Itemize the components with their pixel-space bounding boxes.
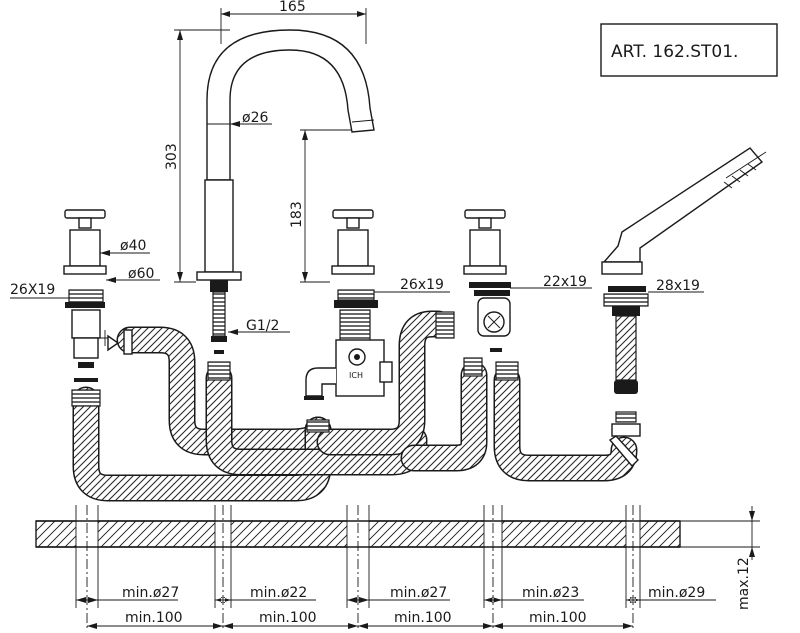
- article-box: ART. 162.ST01.: [600, 23, 778, 77]
- hole-4: min.ø23: [522, 585, 579, 601]
- dim-183: 183: [289, 201, 305, 228]
- hose-shower: [493, 366, 638, 482]
- spacing-4: min.100: [529, 610, 587, 626]
- hole-3: min.ø27: [390, 585, 447, 601]
- top-dimensions: 165 303 183 ø26 ø40 ø60 26X19 G1/2: [10, 0, 704, 335]
- dim-spout-diameter: ø26: [242, 110, 268, 126]
- braided-hoses: [72, 310, 638, 502]
- spacing-2: min.100: [259, 610, 317, 626]
- nut-center-size: 26x19: [400, 277, 444, 293]
- center-valve: ICH: [304, 209, 455, 433]
- dim-303: 303: [164, 143, 180, 170]
- deck-max-thickness: max.12: [736, 557, 752, 610]
- valve-label: ICH: [349, 371, 363, 380]
- dim-base-diameter: ø60: [128, 266, 154, 282]
- hole-5: min.ø29: [648, 585, 705, 601]
- spacing-1: min.100: [125, 610, 183, 626]
- spacing-3: min.100: [394, 610, 452, 626]
- hand-shower: [601, 147, 767, 468]
- nut-right-size: 22x19: [543, 274, 587, 290]
- hole-2: min.ø22: [250, 585, 307, 601]
- article-code: ART. 162.ST01.: [611, 42, 738, 62]
- thread-size: G1/2: [246, 318, 279, 334]
- left-valve: [63, 209, 133, 407]
- right-valve: [463, 209, 519, 381]
- nut-shower-size: 28x19: [656, 278, 700, 294]
- nut-left-size: 26X19: [10, 282, 55, 298]
- deck-section: min.ø27 min.ø22 min.ø27 min.ø23 min.ø29 …: [35, 505, 760, 630]
- dim-165: 165: [279, 0, 306, 15]
- hole-1: min.ø27: [122, 585, 179, 601]
- spout-body: [206, 29, 375, 181]
- spout-assembly: [196, 29, 375, 381]
- dim-handle-diameter: ø40: [120, 238, 146, 254]
